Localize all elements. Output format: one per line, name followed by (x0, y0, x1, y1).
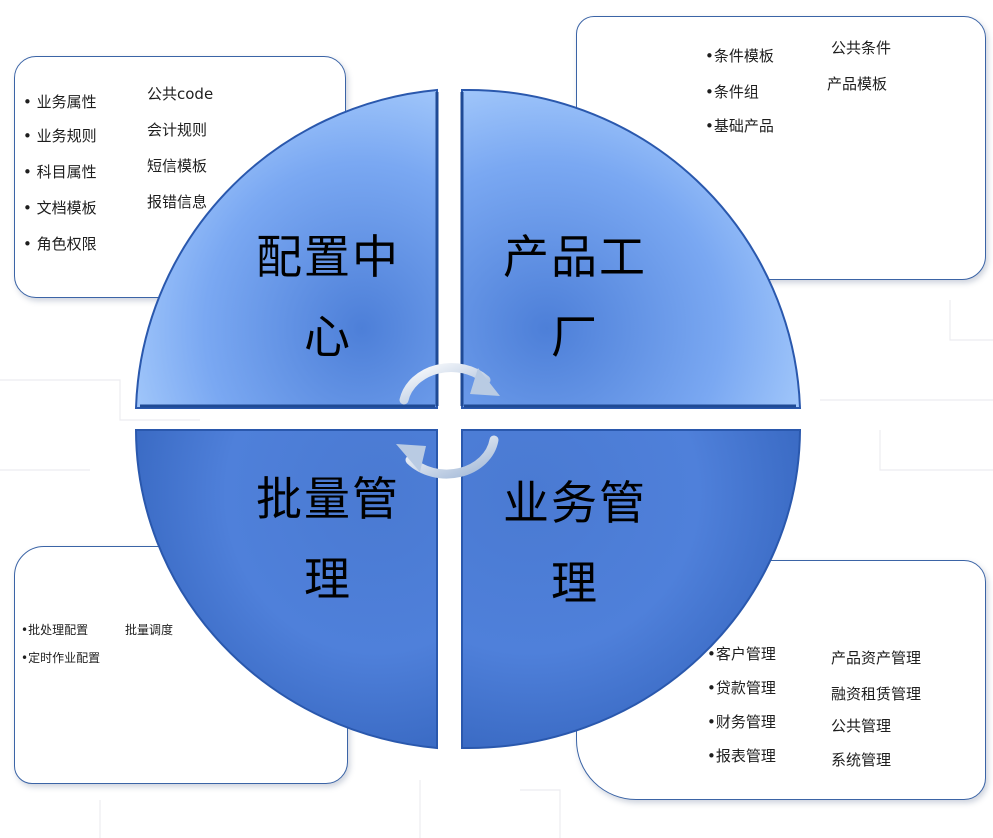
title-line: 业务管 (503, 476, 647, 530)
title-line: 理 (304, 552, 352, 606)
title-line: 厂 (551, 310, 599, 364)
list-item: •定时作业配置 (21, 651, 101, 665)
quadrant-product-factory (461, 88, 802, 409)
list-item: 融资租赁管理 (831, 685, 922, 703)
list-item: •财务管理 (707, 713, 776, 731)
quadrant-business-management (461, 429, 802, 750)
list-item: •批处理配置 (21, 623, 89, 637)
title-line: 产品工 (503, 230, 647, 284)
quadrant-title-config-center: 配置中 心 (238, 228, 418, 366)
list-item: • 业务规则 (23, 127, 97, 145)
list-item: •报表管理 (707, 747, 776, 765)
title-line: 批量管 (256, 472, 400, 526)
quadrant-title-batch-management: 批量管 理 (238, 470, 418, 608)
list-item: 公共code (147, 85, 214, 103)
list-item: 产品资产管理 (831, 649, 922, 667)
list-item: •条件组 (705, 83, 759, 101)
list-item: 批量调度 (125, 623, 174, 637)
quadrant-batch-management (134, 429, 438, 750)
list-item: 公共管理 (831, 717, 892, 735)
list-item: • 文档模板 (23, 199, 97, 217)
list-item: 报错信息 (147, 193, 208, 211)
title-line: 配置中 (256, 230, 400, 284)
title-line: 心 (304, 310, 352, 364)
list-item: •条件模板 (705, 47, 774, 65)
quadrant-title-product-factory: 产品工 厂 (480, 228, 670, 366)
quadrant-title-business-management: 业务管 理 (480, 474, 670, 612)
cycle-arrows-icon (396, 363, 500, 479)
title-line: 理 (551, 556, 599, 610)
quadrant-config-center (134, 88, 438, 409)
list-item: • 科目属性 (23, 163, 97, 181)
list-item: •基础产品 (705, 117, 774, 135)
list-item: 产品模板 (827, 75, 888, 93)
list-item: 会计规则 (147, 121, 208, 139)
list-item: •贷款管理 (707, 679, 776, 697)
list-item: 公共条件 (831, 39, 892, 57)
list-item: • 业务属性 (23, 93, 97, 111)
list-item: • 角色权限 (23, 235, 97, 253)
list-item: 系统管理 (831, 751, 892, 769)
list-item: •客户管理 (707, 645, 776, 663)
list-item: 短信模板 (147, 157, 208, 175)
